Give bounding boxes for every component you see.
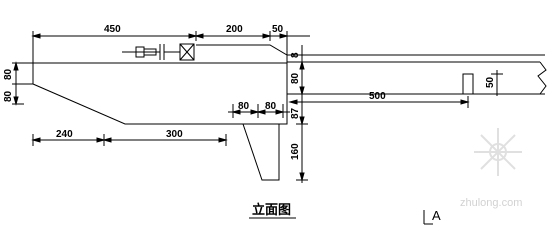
dim-mid-80-b: 80 — [265, 101, 277, 112]
beam-dimension — [288, 96, 470, 108]
dim-right-160: 160 — [290, 143, 301, 160]
valve-symbol — [122, 43, 195, 61]
bottom-dimension-chain — [31, 134, 228, 146]
post-element — [462, 73, 474, 95]
break-symbol — [537, 61, 547, 95]
top-dimension-chain — [31, 31, 310, 63]
dim-bottom-240: 240 — [56, 129, 73, 140]
post-dimension — [491, 70, 503, 96]
right-dimension-chain — [296, 45, 308, 183]
middle-dimension-chain — [228, 104, 290, 118]
dim-bottom-300: 300 — [166, 129, 183, 140]
top-slope — [196, 44, 545, 56]
elevation-drawing: zhulong.com 450 200 50 — [3, 24, 547, 225]
structure-outline — [33, 62, 288, 181]
dim-mid-80-a: 80 — [238, 101, 250, 112]
dim-top-50: 50 — [272, 24, 284, 35]
dim-left-80-upper: 80 — [3, 68, 14, 80]
left-dimension-chain — [12, 61, 33, 106]
dim-beam-500: 500 — [369, 91, 386, 102]
watermark-logo — [474, 128, 522, 176]
section-mark — [423, 210, 433, 225]
dim-right-80: 80 — [290, 72, 301, 84]
drawing-title: 立面图 — [252, 202, 291, 217]
dim-post-50: 50 — [485, 76, 496, 88]
structure-outline-lower — [32, 63, 243, 125]
dim-top-450: 450 — [104, 24, 121, 35]
dim-right-8: 8 — [290, 52, 301, 58]
watermark-text: zhulong.com — [460, 197, 522, 209]
dim-top-200: 200 — [226, 24, 243, 35]
dim-left-80-lower: 80 — [3, 90, 14, 102]
section-mark-label: A — [432, 208, 441, 223]
dim-right-87: 87 — [290, 107, 301, 119]
